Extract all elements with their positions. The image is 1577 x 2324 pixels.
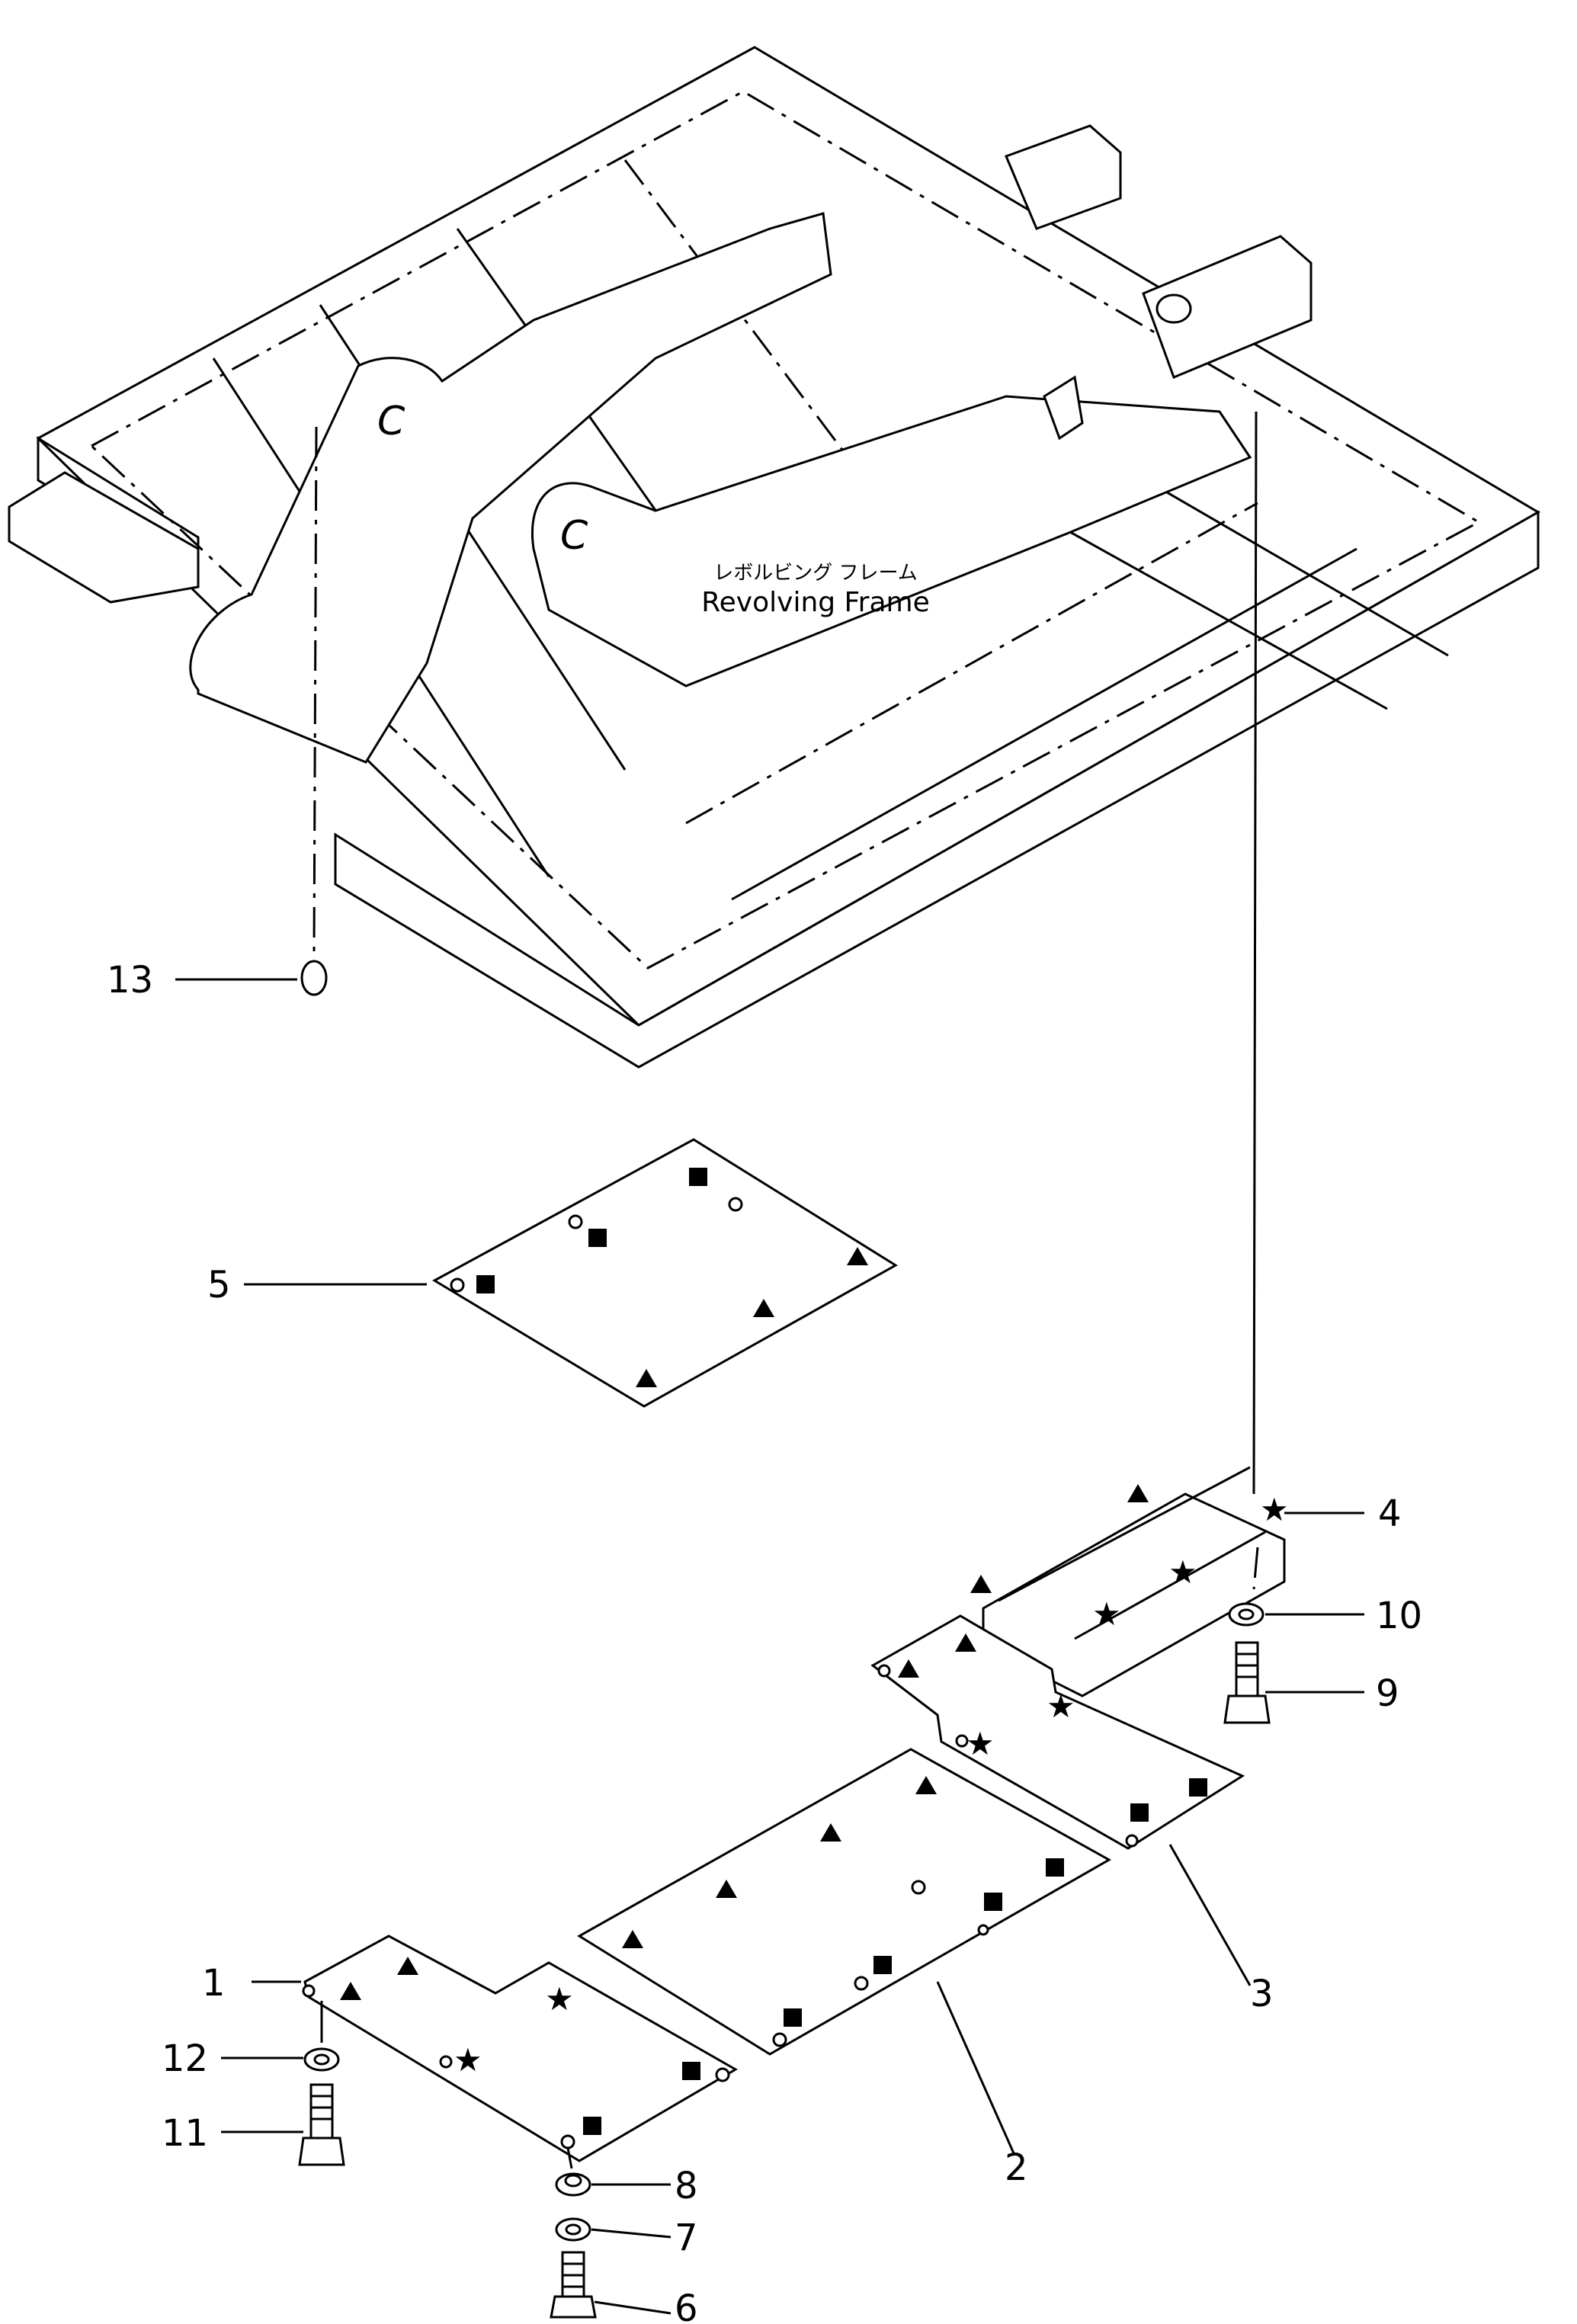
star-mark: ★ (1047, 1688, 1075, 1725)
triangle-mark (716, 1880, 737, 1898)
svg-text:C: C (560, 513, 588, 559)
part-4-marks: ★ ★ ★ (970, 1484, 1289, 1633)
frame-label-jp: レボルビング フレーム (713, 562, 918, 585)
callout-5: 5 (207, 1264, 231, 1306)
square-mark (984, 1893, 1002, 1911)
triangle-mark (915, 1776, 937, 1794)
frame-rear-beam (1005, 124, 1122, 230)
square-mark (689, 1168, 707, 1186)
part-5-outline (431, 1138, 898, 1408)
part-3-outline (870, 1614, 1245, 1850)
part-11-bolt (221, 2083, 345, 2166)
square-mark (1130, 1803, 1149, 1822)
callout-1: 1 (202, 1962, 226, 2005)
triangle-mark (1127, 1484, 1149, 1502)
callout-6: 6 (675, 2287, 698, 2324)
square-mark (583, 2117, 601, 2135)
triangle-mark (753, 1299, 774, 1317)
part-1-marks: ★ ★ (340, 1957, 700, 2135)
frame-inner-opening (89, 90, 1482, 970)
square-mark (588, 1229, 607, 1247)
frame-left-block (8, 471, 200, 604)
frame-front-face (334, 510, 1540, 1069)
svg-text:C: C (377, 399, 405, 444)
part-1-plate (252, 1935, 738, 2162)
part-2-outline (577, 1748, 1112, 2056)
triangle-mark (622, 1930, 643, 1948)
star-mark: ★ (454, 2041, 482, 2079)
part-3-plate (870, 1614, 1252, 1986)
triangle-mark (340, 1982, 361, 2000)
part-6-bolt (550, 2251, 672, 2319)
square-mark (476, 1275, 495, 1293)
triangle-mark (898, 1659, 919, 1678)
callout-12: 12 (162, 2037, 208, 2080)
star-mark: ★ (966, 1725, 995, 1762)
triangle-mark (820, 1823, 841, 1842)
part-3-marks: ★ ★ (898, 1633, 1207, 1822)
callout-4: 4 (1378, 1492, 1402, 1535)
part-12-washer (221, 2001, 340, 2072)
callout-3: 3 (1250, 1973, 1274, 2015)
square-mark (784, 2008, 802, 2027)
star-mark: ★ (1168, 1553, 1197, 1591)
frame-rear-beam-2 (1142, 235, 1313, 379)
part-10-washer (1228, 1602, 1364, 1627)
part-1-outline (303, 1935, 738, 2162)
callout-13: 13 (107, 959, 153, 1002)
star-mark: ★ (1092, 1595, 1121, 1633)
star-mark: ★ (1260, 1491, 1289, 1528)
star-mark: ★ (545, 1980, 574, 2018)
square-mark (873, 1956, 892, 1974)
callout-11: 11 (162, 2112, 208, 2155)
part-2-plate (577, 1748, 1112, 2154)
callout-2: 2 (1005, 2146, 1028, 2189)
boom-mount-left (189, 212, 832, 764)
triangle-mark (955, 1633, 976, 1652)
square-mark (1189, 1778, 1207, 1797)
part-13-plug (175, 426, 328, 996)
triangle-mark (847, 1247, 868, 1265)
square-mark (682, 2062, 700, 2080)
part-8-washer (555, 2147, 671, 2197)
triangle-mark (970, 1575, 992, 1593)
part-7-washer (555, 2217, 672, 2242)
callout-9: 9 (1376, 1672, 1399, 1715)
callout-8: 8 (675, 2165, 698, 2207)
revolving-frame: C C (8, 46, 1540, 1069)
part-5-cover (244, 1138, 898, 1408)
triangle-mark (636, 1369, 657, 1387)
triangle-mark (397, 1957, 418, 1975)
boom-mount-right (531, 395, 1252, 688)
part-5-marks (476, 1168, 868, 1387)
part-9-bolt (1223, 1641, 1364, 1724)
frame-label-en: Revolving Frame (701, 587, 929, 618)
callout-7: 7 (675, 2217, 698, 2259)
part-2-marks (622, 1776, 1064, 2027)
callout-10: 10 (1376, 1595, 1422, 1637)
square-mark (1046, 1858, 1064, 1877)
